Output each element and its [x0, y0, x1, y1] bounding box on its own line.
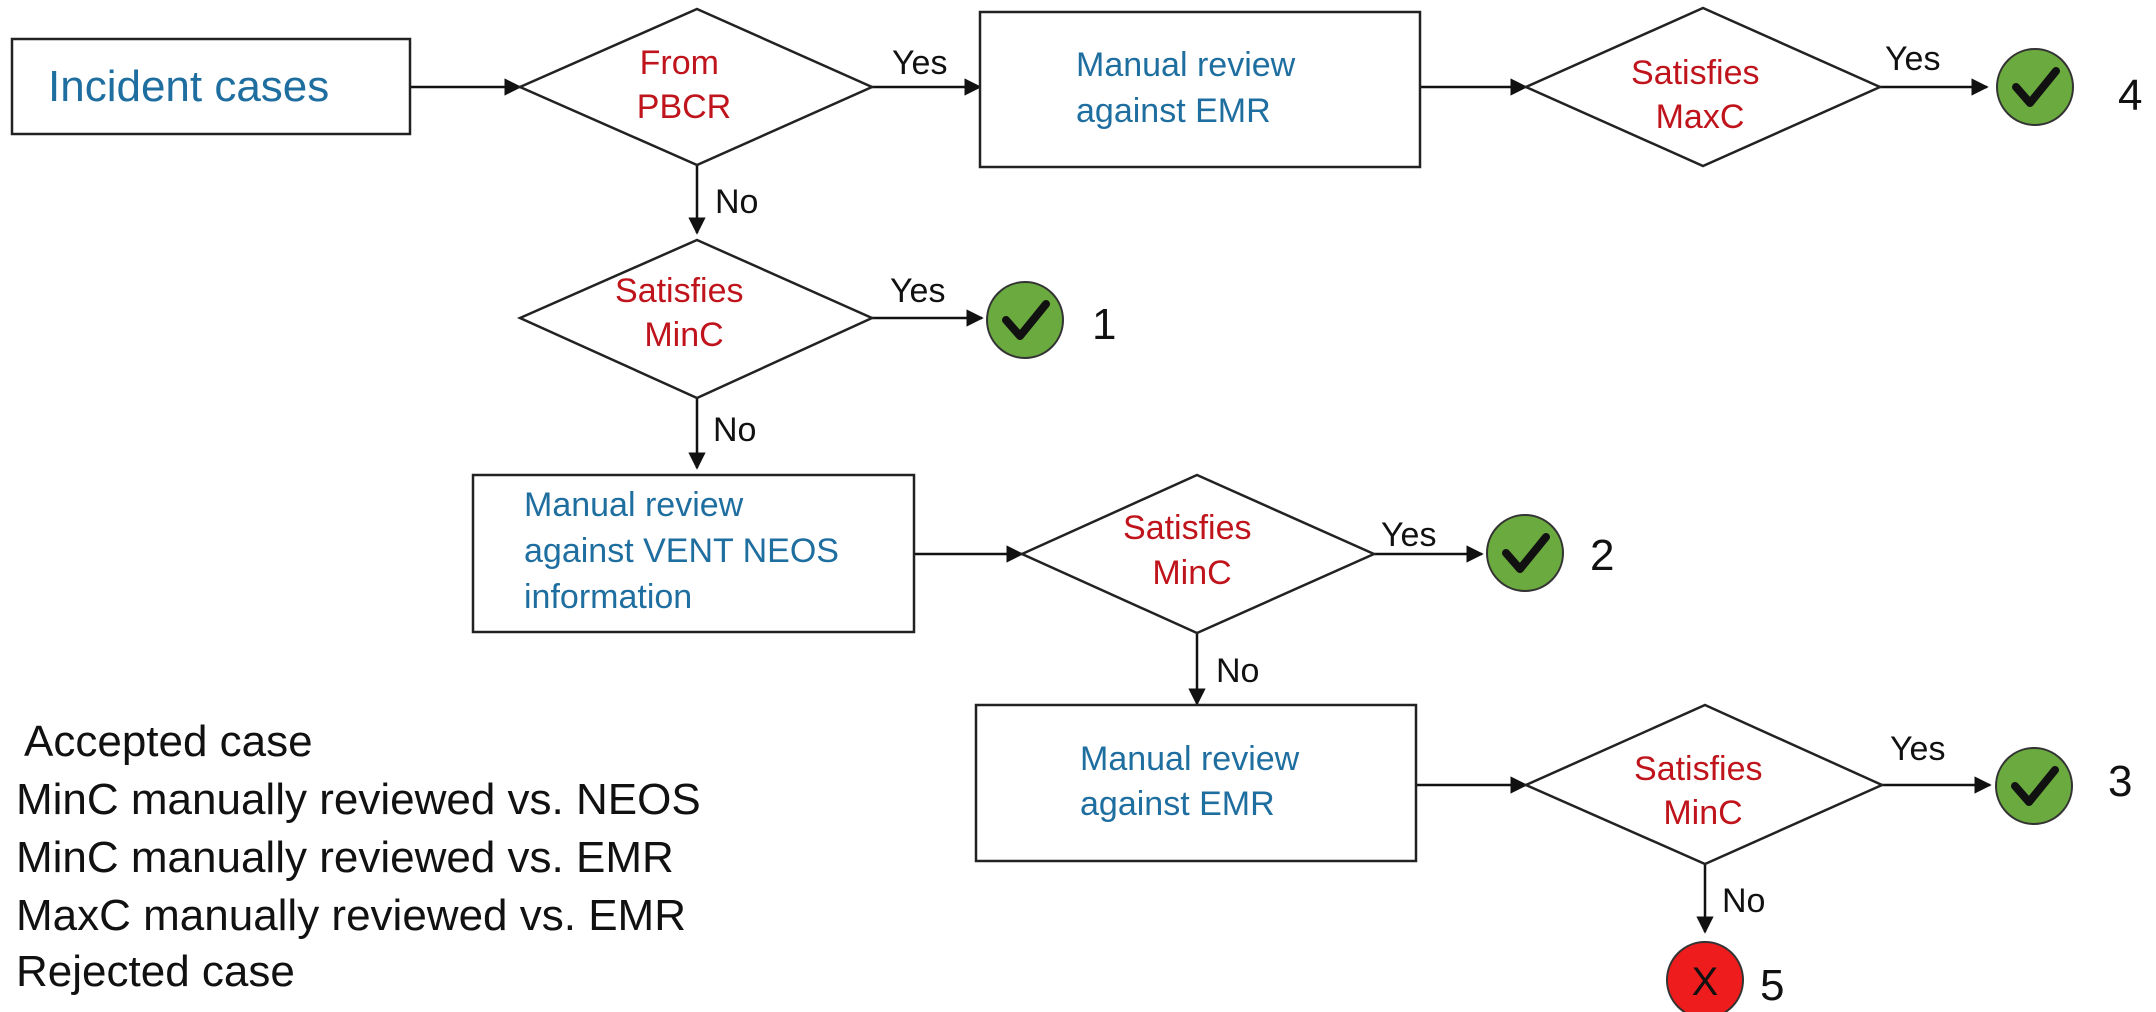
outcome-5: X 5 [1666, 941, 1784, 1012]
checkmark-icon [2011, 766, 2059, 806]
edge-label-minc3-no: No [1722, 882, 1765, 920]
accepted-badge [1996, 48, 2074, 126]
decision-label: Satisfies MaxC [1631, 54, 1769, 136]
process-box-label: Incident cases [48, 62, 329, 111]
edge-label-minc2-yes: Yes [1381, 516, 1436, 554]
edge-label-minc1-yes: Yes [890, 272, 945, 310]
outcome-number: 4 [2118, 71, 2142, 120]
decision-diamond [1522, 703, 1886, 866]
legend-item-accepted: Accepted case [24, 717, 313, 766]
accepted-badge [986, 281, 1064, 359]
edge-label-minc3-yes: Yes [1890, 730, 1945, 768]
outcome-4: 4 [1996, 48, 2142, 126]
outcome-number: 2 [1590, 531, 1614, 580]
process-box-shape [471, 473, 916, 634]
edge-label-minc2-no: No [1216, 652, 1259, 690]
edge-labels: Yes Yes No Yes No Yes No Yes No [713, 40, 1945, 920]
decision-satisfies-minc-2: Satisfies MinC [1018, 473, 1378, 635]
decision-satisfies-minc-1: Satisfies MinC [516, 238, 876, 400]
edge-label-pbcr-yes: Yes [892, 44, 947, 82]
rejected-badge [1666, 941, 1744, 1012]
process-box-shape [974, 703, 1418, 863]
legend-item-minc-emr: MinC manually reviewed vs. EMR [16, 833, 674, 882]
cross-icon: X [1692, 960, 1719, 1004]
process-box-shape [10, 37, 412, 136]
edge-label-maxc-yes: Yes [1885, 40, 1940, 78]
process-box-label: Manual review against EMR [1080, 740, 1309, 823]
decision-label: From PBCR [637, 44, 731, 126]
process-box-manual-review-emr-bottom: Manual review against EMR [974, 703, 1418, 863]
edge-label-pbcr-no: No [715, 183, 758, 221]
decision-satisfies-minc-3: Satisfies MinC [1522, 703, 1886, 866]
outcome-number: 1 [1092, 300, 1116, 349]
decision-diamond [1522, 6, 1884, 168]
checkmark-icon [1502, 533, 1550, 573]
outcome-2: 2 [1486, 514, 1614, 592]
accepted-badge [1995, 747, 2073, 825]
outcome-number: 5 [1760, 961, 1784, 1010]
decision-label: Satisfies MinC [1123, 509, 1261, 592]
accepted-badge [1486, 514, 1564, 592]
outcome-number: 3 [2108, 757, 2132, 806]
process-box-label: Manual review against EMR [1076, 46, 1305, 130]
checkmark-icon [1002, 300, 1050, 340]
decision-satisfies-maxc: Satisfies MaxC [1522, 6, 1884, 168]
edges [410, 78, 1992, 934]
decision-label: Satisfies MinC [615, 272, 753, 354]
legend-item-rejected: Rejected case [16, 947, 295, 996]
checkmark-icon [2012, 67, 2060, 107]
process-box-manual-review-neos: Manual review against VENT NEOS informat… [471, 473, 916, 634]
edge-label-minc1-no: No [713, 411, 756, 449]
legend-item-minc-neos: MinC manually reviewed vs. NEOS [16, 775, 701, 824]
process-box-incident-cases: Incident cases [10, 37, 412, 136]
process-box-manual-review-emr-top: Manual review against EMR [978, 10, 1422, 169]
decision-diamond [516, 238, 876, 400]
outcome-3: 3 [1995, 747, 2132, 825]
outcome-1: 1 [986, 281, 1116, 359]
process-box-shape [978, 10, 1422, 169]
decision-diamond [1018, 473, 1378, 635]
legend: Accepted case MinC manually reviewed vs.… [16, 717, 701, 996]
decision-label: Satisfies MinC [1634, 750, 1772, 832]
legend-item-maxc-emr: MaxC manually reviewed vs. EMR [16, 891, 686, 940]
decision-from-pbcr: From PBCR [516, 7, 876, 167]
process-box-label: Manual review against VENT NEOS informat… [524, 486, 848, 616]
decision-diamond [516, 7, 876, 167]
